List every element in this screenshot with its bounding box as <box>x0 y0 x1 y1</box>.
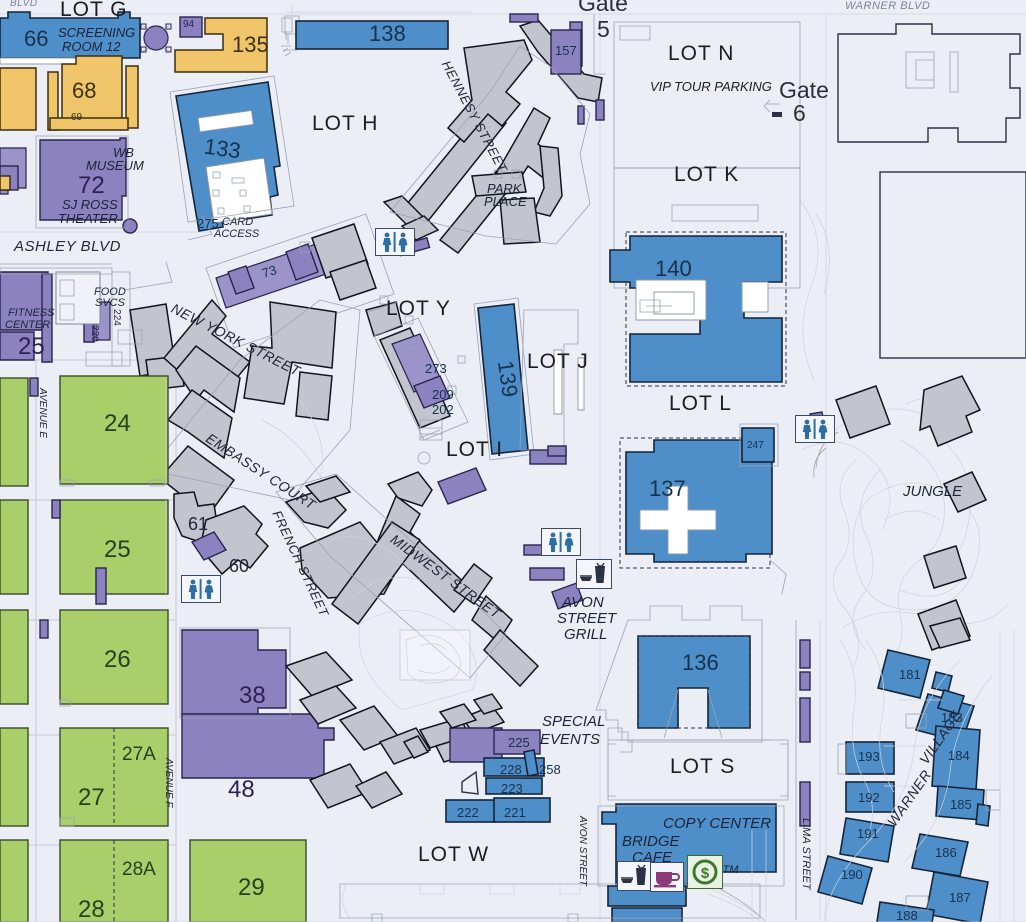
restroom-icon[interactable] <box>795 415 835 443</box>
svg-text:$: $ <box>701 865 710 882</box>
food-icon[interactable] <box>617 861 653 891</box>
cafe-icon[interactable] <box>650 862 684 892</box>
restroom-icon[interactable] <box>181 575 221 603</box>
atm-icon[interactable]: $ <box>687 855 723 889</box>
restroom-icon[interactable] <box>541 528 581 556</box>
food-icon[interactable] <box>576 559 612 589</box>
restroom-icon[interactable] <box>375 228 415 256</box>
